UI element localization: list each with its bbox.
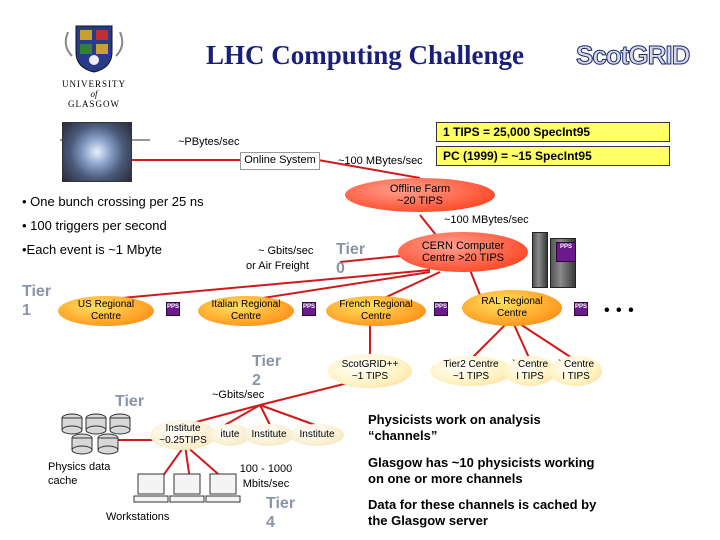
note-analysis-line2: “channels” <box>368 428 438 443</box>
us-regional-node: US Regional Centre <box>58 296 154 326</box>
us-chip-icon: PPS <box>166 302 180 316</box>
note-cache-line1: Data for these channels is cached by <box>368 497 597 512</box>
note-data-cache: Data for these channels is cached by the… <box>368 497 596 529</box>
physics-data-label-2: cache <box>48 475 78 487</box>
workstations-label: Workstations <box>106 511 170 523</box>
pbytes-label: ~PBytes/sec <box>178 136 240 148</box>
ral-chip-icon: PPS <box>574 302 588 316</box>
university-name-line3: GLASGOW <box>68 99 120 109</box>
institute-node-1: Institute ~0.25TIPS <box>150 420 216 450</box>
bullet-bunch-crossing: • One bunch crossing per 25 ns <box>22 194 204 209</box>
gbits-label: ~ Gbits/sec <box>258 245 314 257</box>
scotgrid-logo: ScotGRID <box>575 40 690 71</box>
tier4-number: 4 <box>266 514 275 531</box>
tier0-word: Tier <box>336 241 366 258</box>
offline-farm-label-2: ~20 TIPS <box>397 195 443 207</box>
online-system-box: Online System <box>240 152 320 170</box>
university-name-line2: of <box>90 89 98 99</box>
institute-4-label: Institute <box>299 429 335 440</box>
institute-1-label-2: ~0.25TIPS <box>159 435 207 446</box>
more-dots: • • • <box>604 302 635 319</box>
offline-farm-node: Offline Farm ~20 TIPS <box>345 178 495 212</box>
physics-data-label-1: Physics data <box>48 461 111 473</box>
us-regional-label-2: Centre <box>90 311 121 322</box>
cern-chip-icon: PPS <box>556 242 576 262</box>
tier2-centre-3: ` Centre I TIPS <box>550 356 602 386</box>
tier2-word: Tier <box>252 353 282 370</box>
workstations-icon <box>133 473 241 503</box>
institute-2-label: itute <box>220 429 240 440</box>
cern-node: CERN Computer Centre >20 TIPS <box>398 232 528 272</box>
scotgrid-node: ScotGRID++ ~1 TIPS <box>328 354 412 388</box>
tier2-centre-1-label-1: Tier2 Centre <box>443 359 499 370</box>
mbits-label-1: 100 - 1000 <box>239 463 293 475</box>
us-regional-label-1: US Regional <box>77 299 135 310</box>
institute-1-label-1: Institute <box>165 423 201 434</box>
disk-cache-icon <box>61 413 131 455</box>
tier1-word: Tier <box>22 283 52 300</box>
tier1-label: Tier 1 <box>22 282 51 320</box>
institute-3-label: Institute <box>251 429 287 440</box>
bullet-triggers: • 100 triggers per second <box>22 218 167 233</box>
ral-regional-label-1: RAL Regional <box>481 296 543 307</box>
tier2-centre-3-label-2: I TIPS <box>562 371 590 382</box>
tier2-centre-2-label-2: I TIPS <box>516 371 544 382</box>
detector-image <box>62 122 132 182</box>
italian-regional-label-1: Italian Regional <box>211 299 281 310</box>
online-system-label: Online System <box>244 154 316 166</box>
institute-node-2: itute <box>210 424 250 446</box>
tier0-number: 0 <box>336 260 345 277</box>
institute-node-3: Institute <box>244 424 294 446</box>
university-name-line1: UNIVERSITY <box>62 79 126 89</box>
tips-box: 1 TIPS = 25,000 SpecInt95 <box>436 122 670 142</box>
ral-regional-node: RAL Regional Centre <box>462 290 562 326</box>
french-regional-node: French Regional Centre <box>326 296 426 326</box>
italian-regional-label-2: Centre <box>230 311 261 322</box>
italian-regional-node: Italian Regional Centre <box>198 296 294 326</box>
french-regional-label-2: Centre <box>360 311 391 322</box>
tier2-label: Tier 2 <box>252 352 281 390</box>
note-glasgow-line2: on one or more channels <box>368 471 523 486</box>
cern-label-1: CERN Computer <box>421 240 505 252</box>
tier2-number: 2 <box>252 372 261 389</box>
tier1-number: 1 <box>22 302 31 319</box>
french-chip-icon: PPS <box>434 302 448 316</box>
note-analysis: Physicists work on analysis “channels” <box>368 412 541 444</box>
page-title: LHC Computing Challenge <box>205 40 525 70</box>
mbits-label-2: Mbits/sec <box>242 478 290 490</box>
tier3-word: Tier <box>115 393 145 410</box>
french-regional-label-1: French Regional <box>339 299 413 310</box>
cern-rack-icon <box>532 232 548 288</box>
ral-regional-label-2: Centre <box>496 308 527 319</box>
scotgrid-node-label-2: ~1 TIPS <box>351 371 389 382</box>
mbytes-right-label: ~100 MBytes/sec <box>444 214 529 226</box>
italian-chip-icon: PPS <box>302 302 316 316</box>
tier2-centre-3-label-1: ` Centre <box>557 359 595 370</box>
bullet-event-size: •Each event is ~1 Mbyte <box>22 242 163 257</box>
tier2-centre-2: ` Centre I TIPS <box>504 356 556 386</box>
university-logo: UNIVERSITY of GLASGOW <box>58 22 130 110</box>
cern-label-2: Centre >20 TIPS <box>421 252 505 264</box>
note-cache-line2: the Glasgow server <box>368 513 488 528</box>
gbits-sec-label: ~Gbits/sec <box>212 389 265 401</box>
tier2-centre-2-label-1: ` Centre <box>511 359 549 370</box>
crest-icon <box>64 25 124 73</box>
note-glasgow-physicists: Glasgow has ~10 physicists working on on… <box>368 455 595 487</box>
mbytes-left-label: ~100 MBytes/sec <box>338 155 423 167</box>
air-freight-label: or Air Freight <box>246 260 309 272</box>
tier2-centre-1-label-2: ~1 TIPS <box>452 371 490 382</box>
institute-node-4: Institute <box>290 424 344 446</box>
tier2-centre-1: Tier2 Centre ~1 TIPS <box>430 356 512 386</box>
tier4-label: Tier 4 <box>266 494 295 532</box>
offline-farm-label-1: Offline Farm <box>389 183 451 195</box>
tier0-label: Tier 0 <box>336 240 365 278</box>
note-analysis-line1: Physicists work on analysis <box>368 412 541 427</box>
scotgrid-node-label-1: ScotGRID++ <box>341 359 399 370</box>
pc-box: PC (1999) = ~15 SpecInt95 <box>436 146 670 166</box>
tier4-word: Tier <box>266 495 296 512</box>
note-glasgow-line1: Glasgow has ~10 physicists working <box>368 455 595 470</box>
